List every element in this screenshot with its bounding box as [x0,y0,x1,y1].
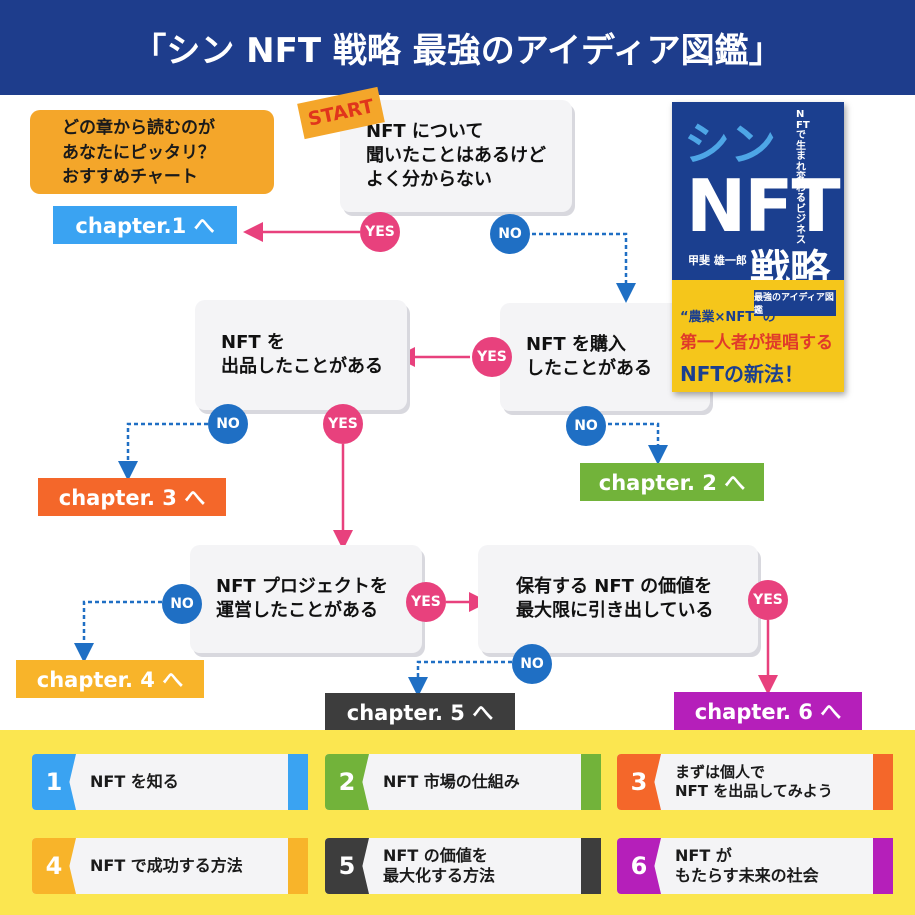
legend-color-tab [288,838,308,894]
book-title-shin: シン [684,117,776,171]
arrow-q5-no [408,660,512,697]
q1-yes-badge: YES [360,212,400,252]
q1-no-badge: NO [490,214,530,254]
legend-chapter-5[interactable]: 5 NFT の価値を 最大化する方法 [325,838,601,894]
legend-color-tab [873,754,893,810]
legend-label: NFT を知る [90,772,179,791]
legend-chapter-3[interactable]: 3 まずは個人で NFT を出品してみよう [617,754,893,810]
page-title: 「シン NFT 戦略 最強のアイディア図鑑」 [0,0,915,95]
book-author: 甲斐 雄一郎 [688,254,747,267]
legend-chapter-6[interactable]: 6 NFT が もたらす未来の社会 [617,838,893,894]
chapter-3-tag[interactable]: chapter. 3 へ [38,478,226,516]
q4-no-badge: NO [162,584,202,624]
arrow-q2-no [608,422,668,465]
chapter-2-tag[interactable]: chapter. 2 へ [580,463,764,501]
book-band-line3: NFTの新法！ [680,362,805,386]
question-4: NFT プロジェクトを 運営したことがある [190,545,422,653]
q3-yes-badge: YES [323,404,363,444]
legend-number: 3 [617,754,661,810]
book-subtitle: 最強のアイディア図鑑 [754,290,836,316]
legend-label: NFT の価値を 最大化する方法 [383,846,496,885]
chapter-1-tag[interactable]: chapter.1 へ [53,206,237,244]
q5-yes-badge: YES [748,580,788,620]
legend-number: 4 [32,838,76,894]
question-3: NFT を 出品したことがある [195,300,407,410]
book-band-line1: “農業×NFT”の [680,310,776,325]
q3-no-badge: NO [208,404,248,444]
question-5-text: 保有する NFT の価値を 最大限に引き出している [516,575,714,621]
question-3-text: NFT を 出品したことがある [221,331,383,377]
legend-label: まずは個人で NFT を出品してみよう [675,763,833,800]
q2-yes-badge: YES [472,337,512,377]
book-side-text: NFTで生まれ変わるビジネス [796,109,810,246]
book-band-line2: 第一人者が提唱する [680,333,833,353]
legend-chapter-4[interactable]: 4 NFT で成功する方法 [32,838,308,894]
legend-number: 6 [617,838,661,894]
question-2-text: NFT を購入 したことがある [526,333,652,379]
q2-no-badge: NO [566,406,606,446]
chapter-4-tag[interactable]: chapter. 4 へ [16,660,204,698]
recommend-note: どの章から読むのが あなたにピッタリ？ おすすめチャート [30,110,274,194]
question-5: 保有する NFT の価値を 最大限に引き出している [478,545,758,653]
legend-chapter-2[interactable]: 2 NFT 市場の仕組み [325,754,601,810]
legend-label: NFT が もたらす未来の社会 [675,846,819,885]
legend-label: NFT で成功する方法 [90,856,243,875]
chapter-5-tag[interactable]: chapter. 5 へ [325,693,515,731]
legend-number: 1 [32,754,76,810]
chapter-6-tag[interactable]: chapter. 6 へ [674,692,862,730]
book-title-nft: NFT [686,164,841,248]
q5-no-badge: NO [512,644,552,684]
legend-label: NFT 市場の仕組み [383,772,520,791]
question-1-text: NFT について 聞いたことはあるけど よく分からない [366,120,546,191]
question-4-text: NFT プロジェクトを 運営したことがある [216,575,388,621]
legend-number: 5 [325,838,369,894]
legend-color-tab [873,838,893,894]
arrow-q3-no [118,422,208,481]
legend-number: 2 [325,754,369,810]
legend-chapter-1[interactable]: 1 NFT を知る [32,754,308,810]
book-cover-image: シン NFTで生まれ変わるビジネス NFT 甲斐 雄一郎 戦略 “農業×NFT”… [672,102,844,392]
legend-color-tab [581,754,601,810]
arrow-q1-no [532,232,636,303]
legend-color-tab [581,838,601,894]
arrow-q4-no [74,600,162,663]
legend-color-tab [288,754,308,810]
q4-yes-badge: YES [406,582,446,622]
